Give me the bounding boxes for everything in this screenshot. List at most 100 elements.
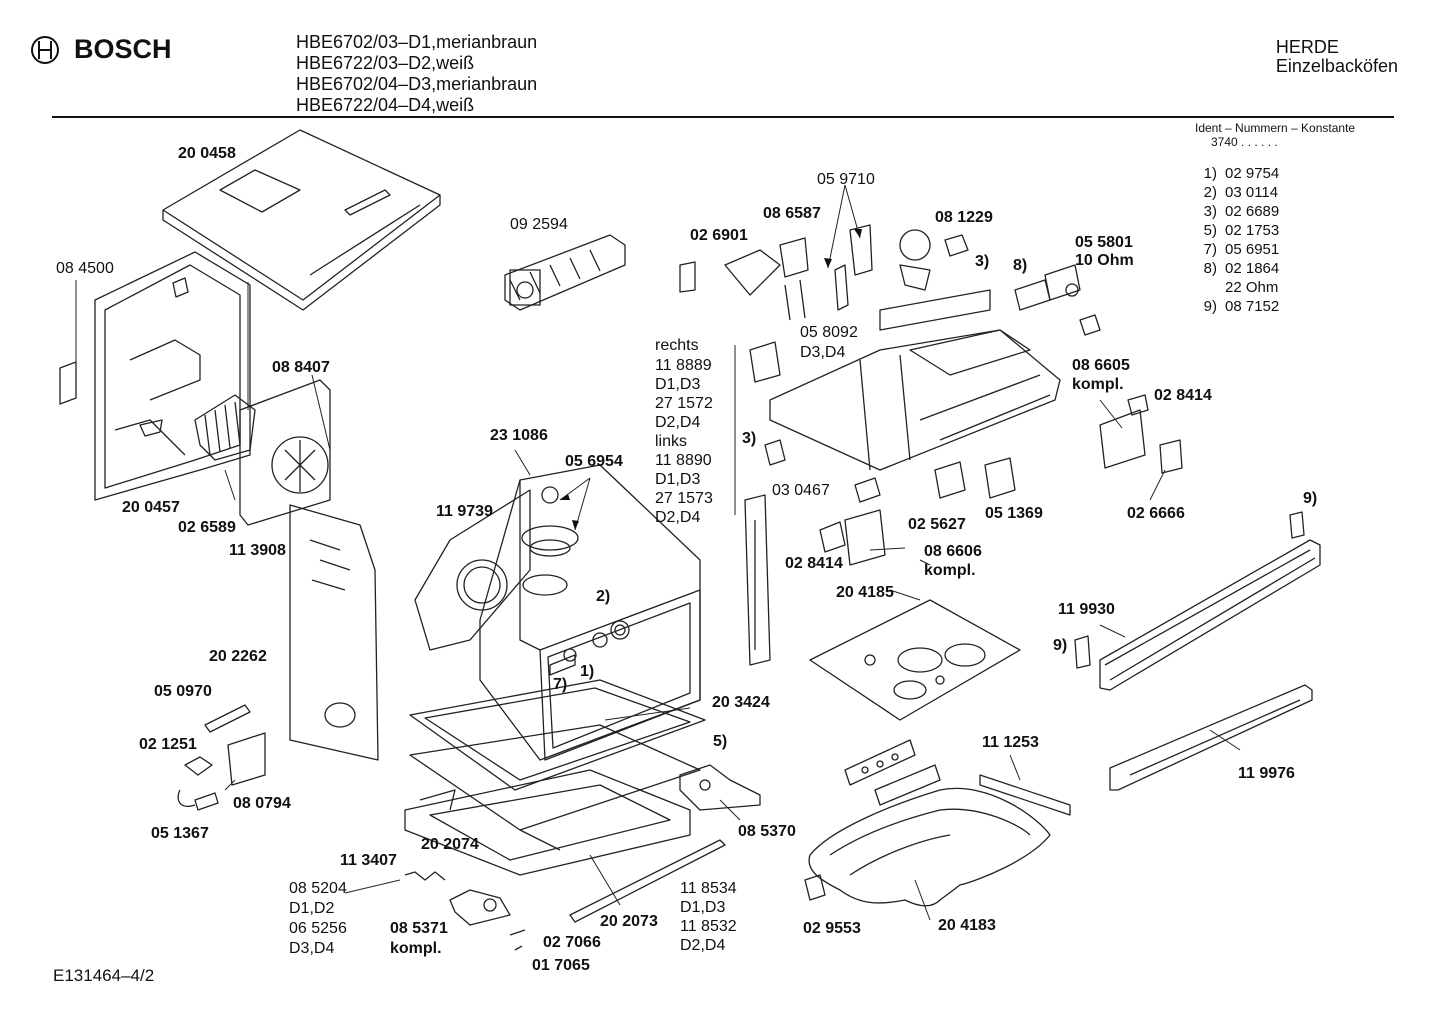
- code-key: 9): [1203, 298, 1217, 315]
- part-label: 08 6605: [1072, 357, 1130, 374]
- part-label: 08 5371: [390, 920, 448, 937]
- part-label: 10 Ohm: [1075, 252, 1134, 269]
- rear-wall-part: [289, 504, 379, 761]
- part-label: 5): [713, 733, 727, 750]
- part-label: D3,D4: [289, 940, 334, 957]
- bottom-heater-tray-part: [404, 724, 701, 876]
- part-label: D2,D4: [680, 937, 725, 954]
- part-label: 27 1573: [655, 490, 713, 507]
- code-row: 9) 08 7152: [1195, 297, 1280, 316]
- part-label: 05 0970: [154, 683, 212, 700]
- part-label: 11 8534: [680, 880, 737, 897]
- part-label: 11 9976: [1238, 765, 1295, 782]
- part-label: 02 5627: [908, 516, 966, 533]
- code-row: 1)02 9754: [1195, 164, 1280, 183]
- part-label: 11 8889: [655, 357, 712, 374]
- code-row: 2)03 0114: [1195, 183, 1279, 202]
- brand-name: BOSCH: [74, 34, 172, 64]
- part-label: 11 1253: [982, 734, 1039, 751]
- code-value: 05 6951: [1225, 241, 1280, 258]
- ident-code-list: 1)02 9754 2)03 0114 3)02 6689 5)02 1753 …: [1195, 164, 1280, 316]
- part-label: 03 0467: [772, 482, 830, 499]
- part-label: 3): [742, 430, 756, 447]
- part-label: 20 2262: [209, 648, 267, 665]
- code-value: 08 7152: [1225, 298, 1280, 315]
- tangential-fan-part: [504, 234, 626, 311]
- part-label: 05 8092: [800, 324, 858, 341]
- part-label: 06 5256: [289, 920, 347, 937]
- part-label: 20 2074: [421, 836, 479, 853]
- convection-fan-part: [194, 379, 331, 526]
- part-label: 11 3908: [229, 542, 286, 559]
- header-divider: [52, 116, 1394, 118]
- side-rail-part: [744, 494, 771, 666]
- part-label: 20 4185: [836, 584, 894, 601]
- part-label: 11 9930: [1058, 601, 1115, 618]
- part-label: rechts: [655, 337, 699, 354]
- code-row: 7) 05 6951: [1195, 240, 1280, 259]
- part-label: 2): [596, 588, 610, 605]
- control-panel-frame-part: [769, 289, 1061, 471]
- brand-logo: BOSCH: [30, 34, 172, 65]
- part-label: 11 9739: [436, 503, 493, 520]
- part-label: 02 8414: [1154, 387, 1212, 404]
- door-seal-part: [409, 679, 706, 791]
- model-line: HBE6702/03–D1,merianbraun: [296, 32, 538, 52]
- part-label: 11 8532: [680, 918, 737, 935]
- top-cover-part: [162, 129, 441, 311]
- bosch-armature-icon: [31, 35, 59, 64]
- switch-components: [679, 224, 1183, 566]
- part-label: 08 8407: [272, 359, 330, 376]
- ident-title: Ident – Nummern – Konstante: [1195, 121, 1356, 135]
- part-label: 08 6587: [763, 205, 821, 222]
- fan-cover-part: [414, 489, 531, 651]
- part-label: 02 1251: [139, 736, 197, 753]
- part-label: 08 1229: [935, 209, 993, 226]
- part-label: 20 4183: [938, 917, 996, 934]
- part-label: 08 4500: [56, 260, 114, 277]
- category-subtitle: Einzelbacköfen: [1275, 56, 1398, 76]
- part-label: 20 2073: [600, 913, 658, 930]
- code-value: 02 1864: [1225, 260, 1280, 277]
- code-value: 02 1753: [1225, 222, 1280, 239]
- part-label: 9): [1303, 490, 1317, 507]
- code-key: 5): [1203, 222, 1217, 239]
- part-label: 11 3407: [340, 852, 397, 869]
- part-label: 02 6901: [690, 227, 748, 244]
- part-label: 05 9710: [817, 171, 875, 188]
- part-label: 05 1367: [151, 825, 209, 842]
- part-label: 20 0457: [122, 499, 180, 516]
- part-label: 08 5204: [289, 880, 347, 897]
- rear-panel-part: [59, 251, 251, 501]
- part-label: 27 1572: [655, 395, 713, 412]
- part-label: 08 0794: [233, 795, 291, 812]
- part-label: 02 6666: [1127, 505, 1185, 522]
- product-category: HERDE Einzelbacköfen: [1276, 38, 1398, 76]
- model-line: HBE6722/03–D2,weiß: [296, 53, 475, 73]
- door-hinge-part: [679, 764, 761, 811]
- part-label: kompl.: [924, 562, 976, 579]
- part-label: 08 5370: [738, 823, 796, 840]
- part-label: D3,D4: [800, 344, 845, 361]
- bottom-rail-part: [569, 839, 726, 923]
- part-label: 02 7066: [543, 934, 601, 951]
- code-key: 7): [1203, 241, 1217, 258]
- code-key: 2): [1203, 184, 1217, 201]
- small-knob-parts: [549, 620, 630, 676]
- part-label: D1,D3: [655, 471, 700, 488]
- arrowheads: [560, 229, 862, 530]
- part-label: 01 7065: [532, 957, 590, 974]
- model-line: HBE6722/04–D4,weiß: [296, 95, 475, 115]
- part-label: kompl.: [1072, 376, 1124, 393]
- oven-muffle-part: [479, 464, 701, 761]
- grill-heating-element-part: [804, 739, 1071, 907]
- part-labels: 20 0458 08 4500 09 2594 02 6901 08 6587 …: [56, 145, 1317, 974]
- part-label: 08 6606: [924, 543, 982, 560]
- code-row: 5) 02 1753: [1195, 221, 1280, 240]
- code-row: 3)02 6689: [1195, 202, 1280, 221]
- code-value: 02 9754: [1225, 165, 1280, 182]
- small-electrical-parts: [177, 704, 266, 811]
- category-title: HERDE: [1275, 37, 1339, 57]
- code-value: 22 Ohm: [1225, 279, 1279, 296]
- part-label: 05 6954: [565, 453, 623, 470]
